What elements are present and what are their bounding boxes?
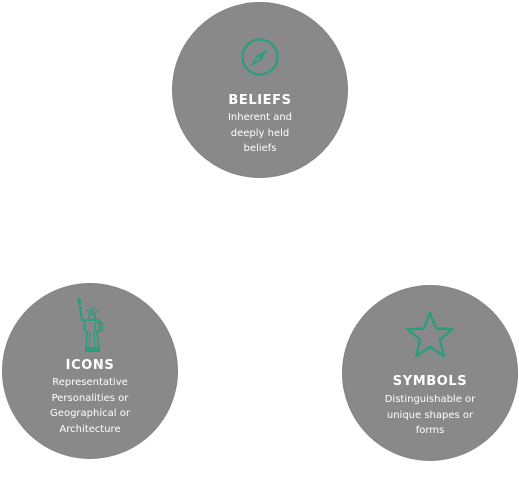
icons-description: Representative Personalities or Geograph… bbox=[50, 377, 130, 435]
beliefs-circle: BELIEFS Inherent and deeply held beliefs bbox=[172, 2, 348, 178]
symbols-description: Distinguishable or unique shapes or form… bbox=[384, 394, 476, 436]
icons-circle: ICONS Representative Personalities or Ge… bbox=[2, 283, 178, 459]
beliefs-title: BELIEFS bbox=[228, 93, 292, 108]
compass-icon bbox=[240, 37, 280, 81]
symbols-circle: SYMBOLS Distinguishable or unique shapes… bbox=[342, 285, 518, 461]
symbols-title: SYMBOLS bbox=[392, 374, 468, 389]
beliefs-description: Inherent and deeply held beliefs bbox=[227, 112, 293, 154]
icons-title: ICONS bbox=[65, 358, 115, 373]
statue-of-liberty-icon bbox=[73, 296, 107, 358]
star-icon bbox=[405, 311, 455, 363]
